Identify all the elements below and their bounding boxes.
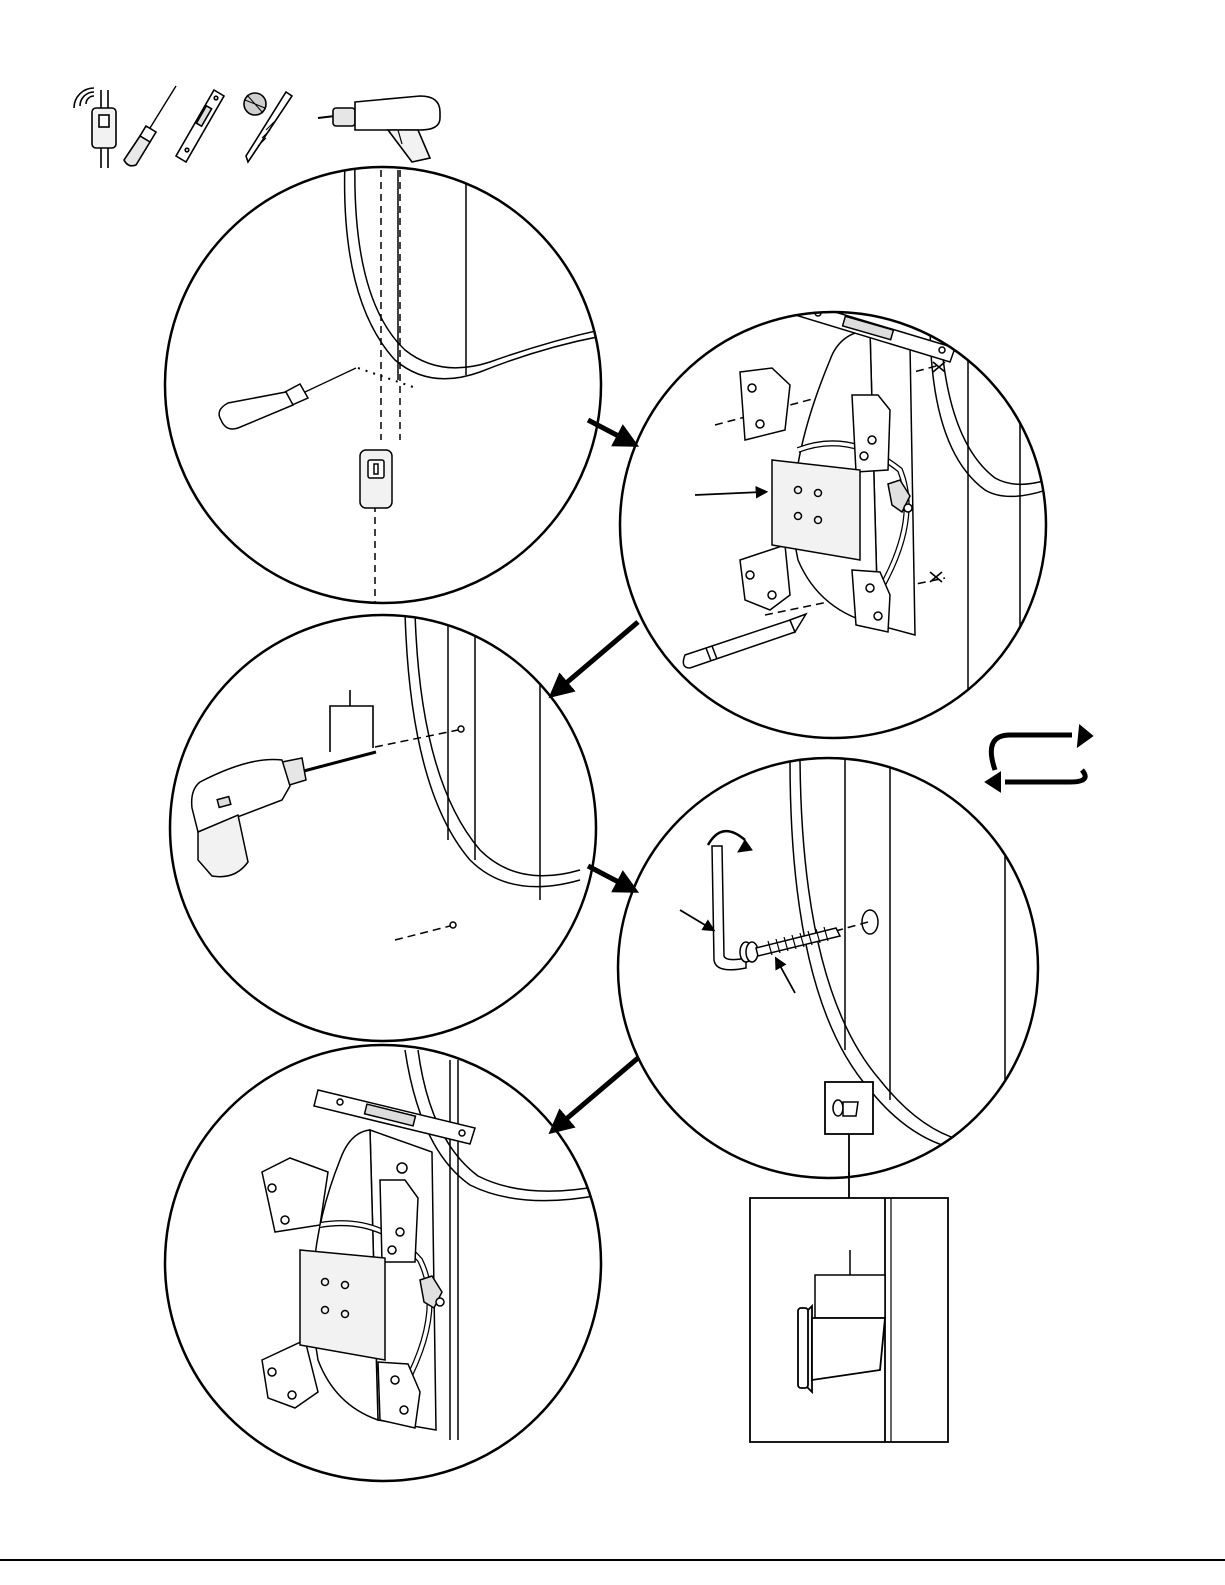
pencil-tool-icon (683, 614, 806, 668)
awl-tool-icon (219, 368, 356, 429)
callout-arrow-key (680, 910, 710, 928)
repeat-cycle-icon (986, 726, 1092, 791)
power-drill-tool-icon (192, 752, 376, 877)
detail-inset (750, 1172, 948, 1442)
level-icon (176, 90, 224, 162)
stud-finder-icon (74, 88, 116, 168)
power-drill-icon (318, 96, 440, 162)
mounting-bracket-icon (740, 330, 915, 635)
lag-bolt-icon (740, 927, 840, 962)
callout-arrow (695, 492, 762, 495)
stud-finder-tool-icon (360, 450, 392, 508)
flow-arrow-4-to-5 (558, 1058, 638, 1126)
step-5-bracket-mounted (165, 1045, 601, 1481)
step-1-locate-stud (165, 160, 640, 610)
tools-row (74, 86, 440, 168)
flow-arrow-2-to-3 (558, 622, 638, 690)
step-1-circle (165, 167, 601, 603)
drill-bit-icon (244, 92, 292, 162)
mounting-bracket-installed-icon (262, 1130, 444, 1430)
step-2-level-and-mark (620, 300, 1060, 740)
level-tool-on-bracket-icon (314, 1090, 475, 1144)
callout-arrow-bolt (778, 962, 795, 993)
step-4-insert-lag-bolts (618, 758, 1038, 1200)
flow-arrow-3-to-4 (588, 866, 628, 887)
step-3-drill-pilot-holes (170, 612, 596, 1041)
awl-icon (124, 86, 176, 166)
flow-arrows (558, 420, 638, 1126)
